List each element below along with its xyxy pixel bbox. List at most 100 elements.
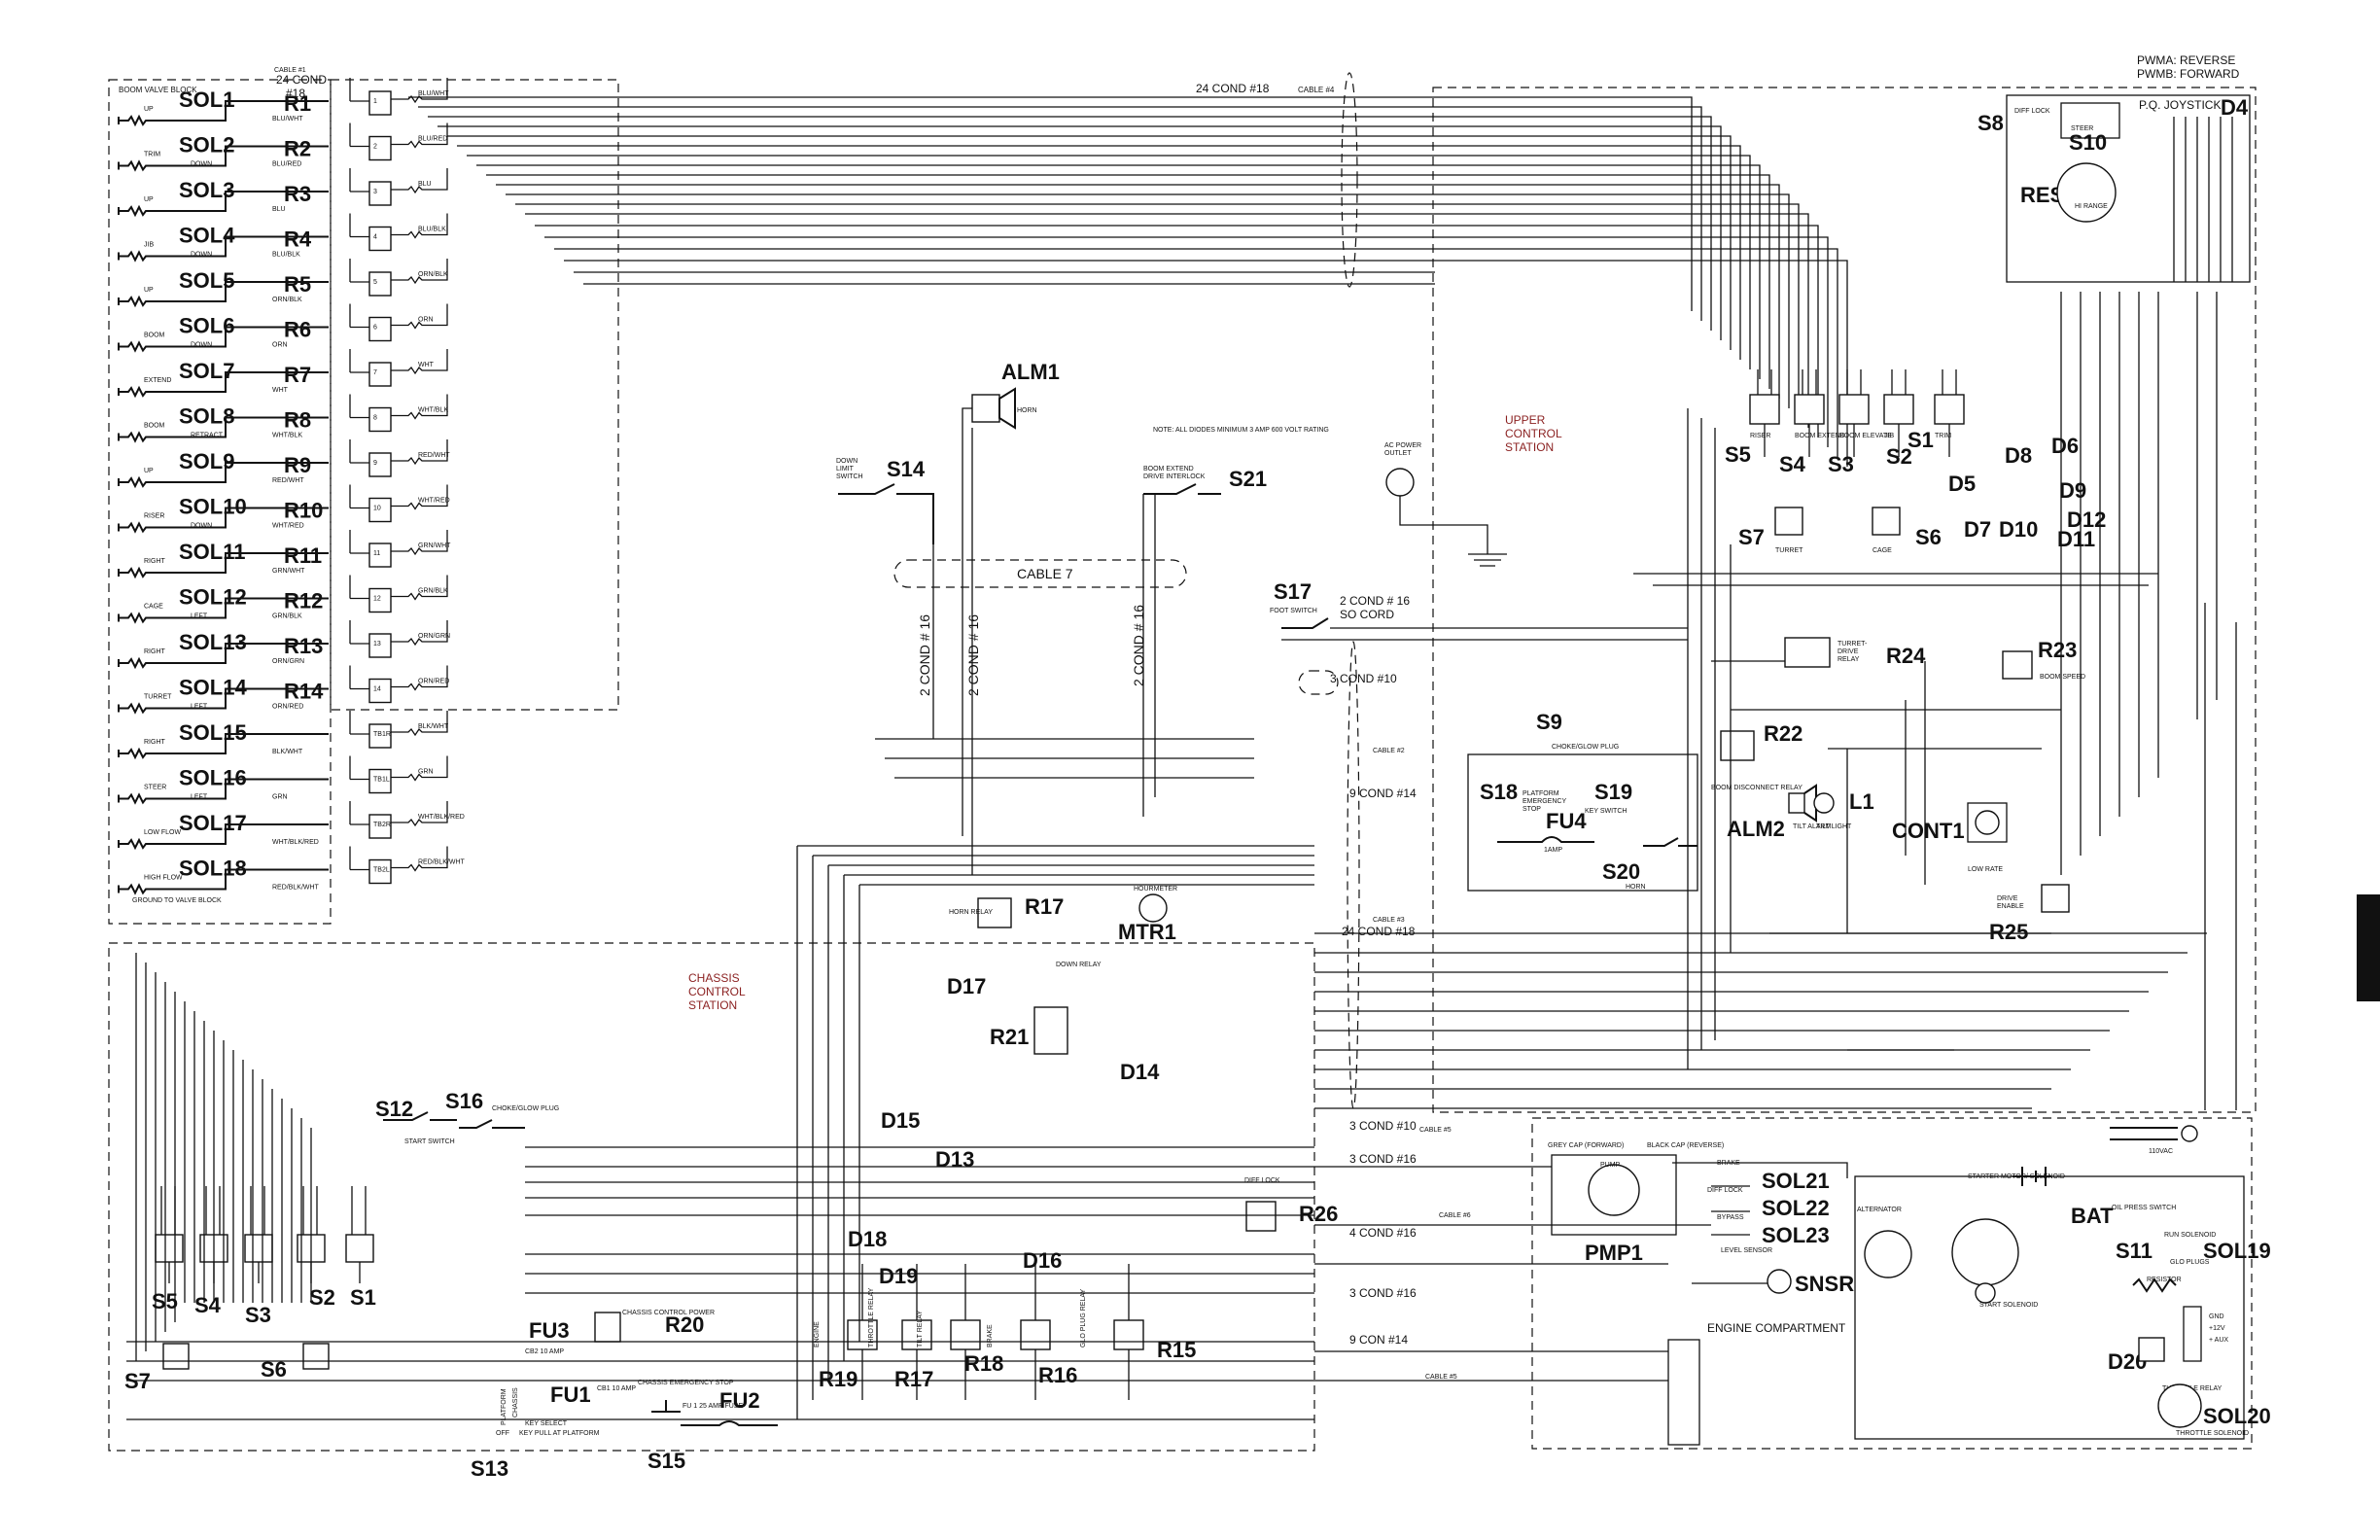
resistor-label: R6 [284,318,311,342]
glo-plugs-label: GLO PLUGS [2170,1259,2210,1266]
plus12-label: +12V [2209,1325,2225,1332]
s1-chassis: S1 [350,1285,376,1310]
mtr1-label: MTR1 [1118,920,1176,944]
cable1-tag: CABLE #1 [274,67,306,74]
key-pull-label: KEY PULL AT PLATFORM [519,1430,600,1437]
solenoid-function-2: DOWN [191,161,212,168]
wire-color-out: GRN/WHT [418,542,451,549]
s14-desc-c: SWITCH [836,473,863,480]
r25-relay [2041,884,2070,913]
turret-drive-b: DRIVE [1838,648,1859,655]
r24-label: R24 [1886,644,1926,668]
pwmb-note: PWMB: FORWARD [2137,67,2240,81]
resistor-label: R14 [284,680,324,704]
diode-note: NOTE: ALL DIODES MINIMUM 3 AMP 600 VOLT … [1153,427,1329,434]
s2-chassis: S2 [309,1285,335,1310]
r21-label: R21 [990,1025,1029,1049]
diff-lock-label: DIFF LOCK [2014,108,2050,115]
d7-upper: D7 [1964,517,1991,542]
terminal-box [368,452,392,477]
low-rate-label: LOW RATE [1968,866,2003,873]
s1-upper: S1 [1908,428,1934,452]
aux-label: + AUX [2209,1337,2228,1344]
resistor-label: R8 [284,408,311,433]
r18-label: R18 [964,1351,1003,1376]
c4-16-label: 4 COND #16 [1349,1226,1417,1240]
start-solenoid-label: START SOLENOID [1979,1302,2038,1309]
d8-upper: D8 [2005,443,2032,468]
solenoid-label: SOL16 [179,766,247,790]
solenoid-function: RIGHT [144,739,166,746]
terminal-number: 9 [373,460,377,467]
fu1-fuse-label: FU 1 25 AMP FUSE [682,1403,743,1410]
one-amp-label: 1AMP [1544,847,1562,854]
solenoid-label: SOL10 [179,495,247,519]
wire-color: BLU/WHT [272,116,303,122]
cable1-spec-a: 24 COND [276,73,327,87]
r26-label: R26 [1299,1202,1338,1226]
upper-toggle-switch [1794,394,1825,425]
pump-box [1551,1154,1677,1236]
upper-toggle-switch [1883,394,1914,425]
wire-color-out: BLU [418,181,432,188]
l1-lamp [1813,792,1835,814]
upper-toggle-switch [1838,394,1870,425]
terminal-box [368,587,392,613]
upper-switch-function: TURRET [1775,547,1803,554]
upper-switch-function: CAGE [1872,547,1892,554]
relay-function: THROTTLE RELAY [868,1287,875,1348]
terminal-number: 6 [373,325,377,332]
sol22-label: SOL22 [1762,1196,1830,1220]
relay-function: TILT RELAY [917,1311,924,1348]
s6-upper: S6 [1915,525,1942,549]
terminal-box [368,226,392,252]
r22-label: R22 [1764,721,1802,746]
r23-relay [2002,650,2033,680]
chassis-toggle-switch [302,1343,330,1370]
s9-box [1467,753,1698,892]
solenoid-coil [118,552,329,579]
solenoid-function: BOOM [144,332,165,339]
relay-box [1020,1319,1051,1350]
s2-upper: S2 [1886,444,1912,469]
resistor-symbol [391,303,448,330]
fu4-label: FU4 [1546,809,1587,833]
solenoid-function: LOW FLOW [144,829,182,836]
start-solenoid [1975,1282,1996,1304]
terminal-number: 14 [373,686,381,693]
cable6-label: CABLE #6 [1439,1212,1471,1219]
solenoid-function-2: RETRACT [191,433,224,439]
d10-upper: D10 [1999,517,2038,542]
terminal-number: TB2R [373,822,391,828]
resistor-label: RESISTOR [2147,1277,2182,1283]
solenoid-coil [118,416,329,443]
key-switch-label: KEY SWITCH [1585,808,1627,815]
terminal-number: 11 [373,550,380,557]
wire-color-out: BLK/WHT [418,723,449,730]
wire-color: RED/WHT [272,477,304,484]
engine-comp-label: ENGINE COMPARTMENT [1707,1321,1846,1335]
relay-function: GLO PLUG RELAY [1080,1288,1087,1348]
solenoid-coil [118,462,329,489]
terminal-box [368,316,392,342]
chassis-power-label: CHASSIS CONTROL POWER [622,1310,715,1316]
terminal-number: 12 [373,596,381,603]
wire-color-out: GRN [418,769,434,776]
black-cap-label: BLACK CAP (REVERSE) [1647,1142,1724,1149]
solenoid-label: SOL15 [179,720,247,745]
upper-station-b: CONTROL [1505,427,1562,440]
throttle-solenoid [2157,1383,2202,1428]
key-select-label: KEY SELECT [525,1420,568,1427]
terminal-box [368,497,392,523]
chassis-station-c: STATION [688,998,737,1012]
terminal-number: 4 [373,234,377,241]
resistor-label: R1 [284,91,311,116]
terminal-number: 10 [373,506,381,512]
resistor-symbol [391,620,448,647]
wire-color-out: WHT/BLK [418,407,448,414]
d13-label: D13 [935,1147,974,1172]
upper-station-a: UPPER [1505,413,1546,427]
so-cord-b: SO CORD [1340,608,1394,621]
